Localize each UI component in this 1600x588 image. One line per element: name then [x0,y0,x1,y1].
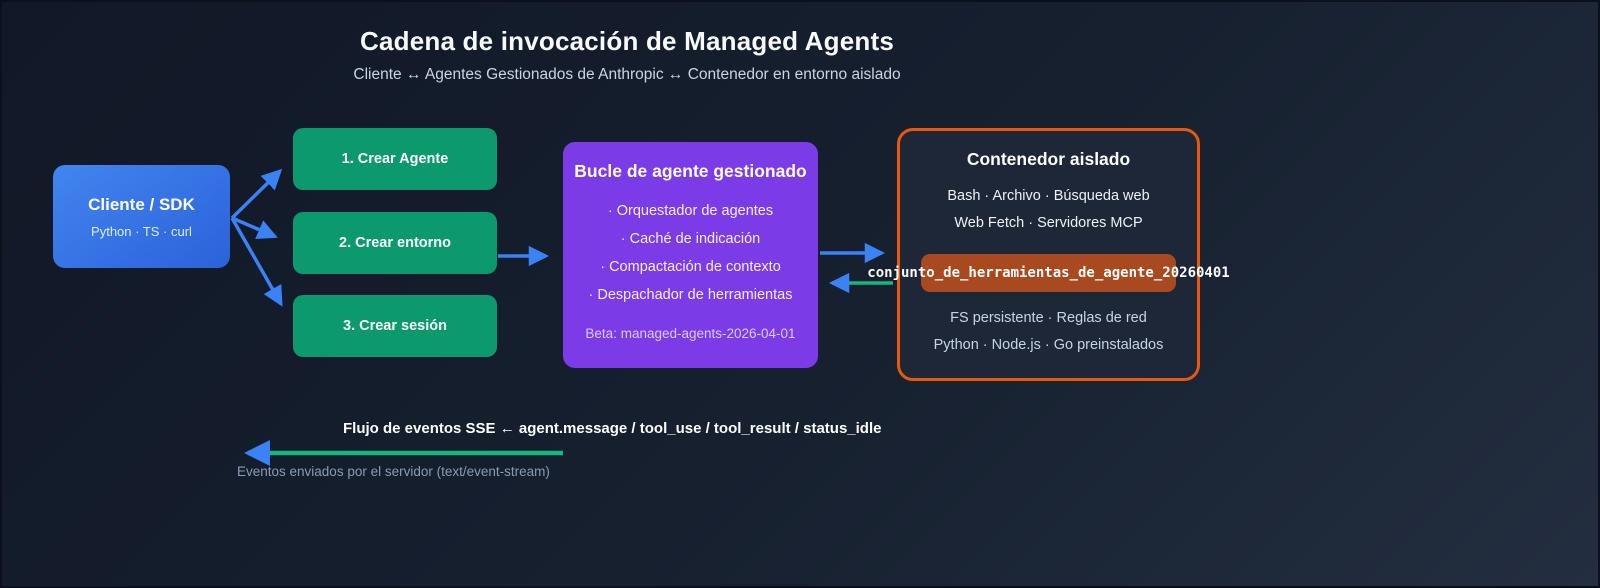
page-subtitle: Cliente ↔ Agentes Gestionados de Anthrop… [353,66,901,83]
toolkit-badge-label: conjunto_de_herramientas_de_agente_20260… [867,265,1230,281]
step-create-environment-box: 2. Crear entorno [293,212,497,274]
container-features-list: FS persistente · Reglas de red Python · … [934,305,1164,359]
agent-loop-item: · Compactación de contexto [600,259,781,275]
step-create-session-box: 3. Crear sesión [293,295,497,357]
isolated-container-box: Contenedor aislado Bash · Archivo · Búsq… [867,128,1230,381]
agent-loop-items: · Orquestador de agentes · Caché de indi… [589,202,793,305]
container-tools-line: Web Fetch · Servidores MCP [954,215,1143,231]
sse-flow-caption: Eventos enviados por el servidor (text/e… [237,464,550,479]
arrow-client-to-step2 [231,216,278,240]
step-create-environment-label: 2. Crear entorno [339,235,451,251]
arrow-client-to-step3 [230,217,283,307]
container-features-line: FS persistente · Reglas de red [950,310,1147,326]
client-sdk-title: Cliente / SDK [88,194,195,214]
client-sdk-box: Cliente / SDK Python · TS · curl [53,165,230,268]
container-tools-list: Bash · Archivo · Búsqueda web Web Fetch … [947,183,1149,237]
agent-loop-item: · Caché de indicación [620,231,761,247]
container-tools-line: Bash · Archivo · Búsqueda web [947,188,1150,204]
agent-loop-item: · Orquestador de agentes [607,203,774,219]
agent-loop-box: Bucle de agente gestionado · Orquestador… [563,142,818,368]
step-create-agent-label: 1. Crear Agente [341,151,449,167]
arrow-client-to-step1 [230,168,283,220]
client-sdk-subtitle: Python · TS · curl [91,223,192,239]
agent-loop-title: Bucle de agente gestionado [574,161,807,181]
agent-loop-item: · Despachador de herramientas [588,287,793,303]
agent-loop-beta-version: Beta: managed-agents-2026-04-01 [585,326,796,341]
sse-flow-label: Flujo de eventos SSE ← agent.message / t… [343,420,882,437]
container-features-line: Python · Node.js · Go preinstalados [933,337,1164,353]
page-title: Cadena de invocación de Managed Agents [360,26,894,56]
toolkit-badge: conjunto_de_herramientas_de_agente_20260… [867,254,1230,292]
step-create-agent-box: 1. Crear Agente [293,128,497,190]
step-create-session-label: 3. Crear sesión [343,318,447,334]
isolated-container-title: Contenedor aislado [966,149,1131,169]
